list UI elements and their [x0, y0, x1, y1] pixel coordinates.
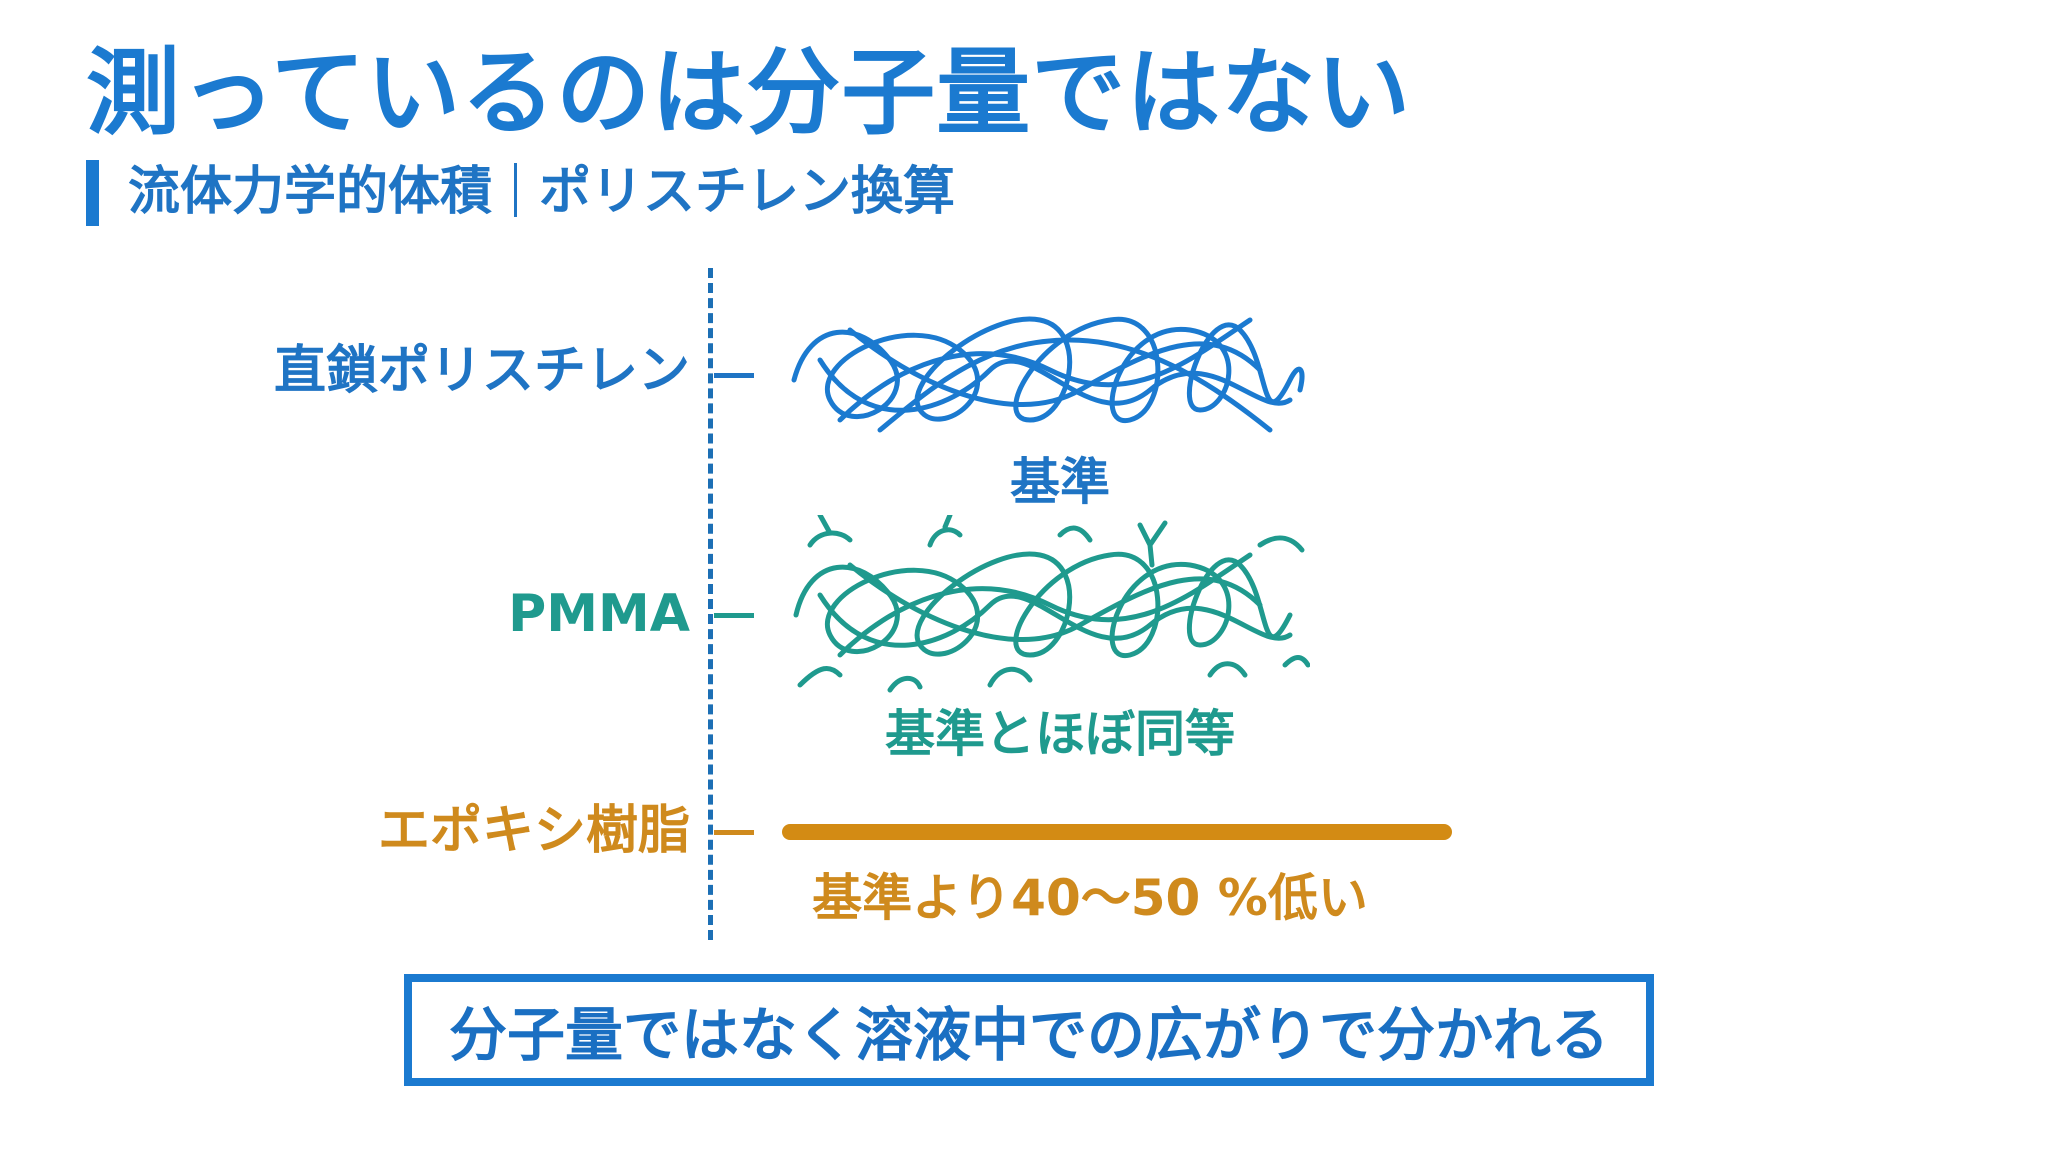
tick-epoxy	[714, 830, 754, 835]
subtitle-left: 流体力学的体積	[128, 162, 493, 222]
row-caption-epoxy: 基準より40〜50 %低い	[812, 869, 1368, 927]
tick-polystyrene	[714, 373, 754, 378]
subtitle-separator	[514, 163, 518, 217]
conclusion-box: 分子量ではなく溶液中での広がりで分かれる	[404, 974, 1654, 1086]
conclusion-text: 分子量ではなく溶液中での広がりで分かれる	[448, 1001, 1609, 1069]
branched-coil-icon	[793, 515, 1310, 693]
tick-pmma	[714, 613, 754, 618]
subtitle-accent-bar	[86, 160, 99, 226]
subtitle: 流体力学的体積ポリスチレン換算	[128, 160, 955, 225]
row-label-polystyrene: 直鎖ポリスチレン	[273, 341, 690, 401]
subtitle-right: ポリスチレン換算	[539, 162, 956, 222]
linear-coil-icon	[791, 316, 1305, 433]
row-caption-polystyrene: 基準	[1010, 453, 1110, 511]
row-label-pmma: PMMA	[508, 584, 690, 644]
compact-bar	[782, 824, 1452, 840]
vertical-axis	[708, 268, 713, 940]
row-caption-pmma: 基準とほぼ同等	[885, 705, 1235, 763]
row-label-epoxy: エポキシ樹脂	[377, 801, 690, 861]
page-title: 測っているのは分子量ではない	[86, 39, 1412, 148]
